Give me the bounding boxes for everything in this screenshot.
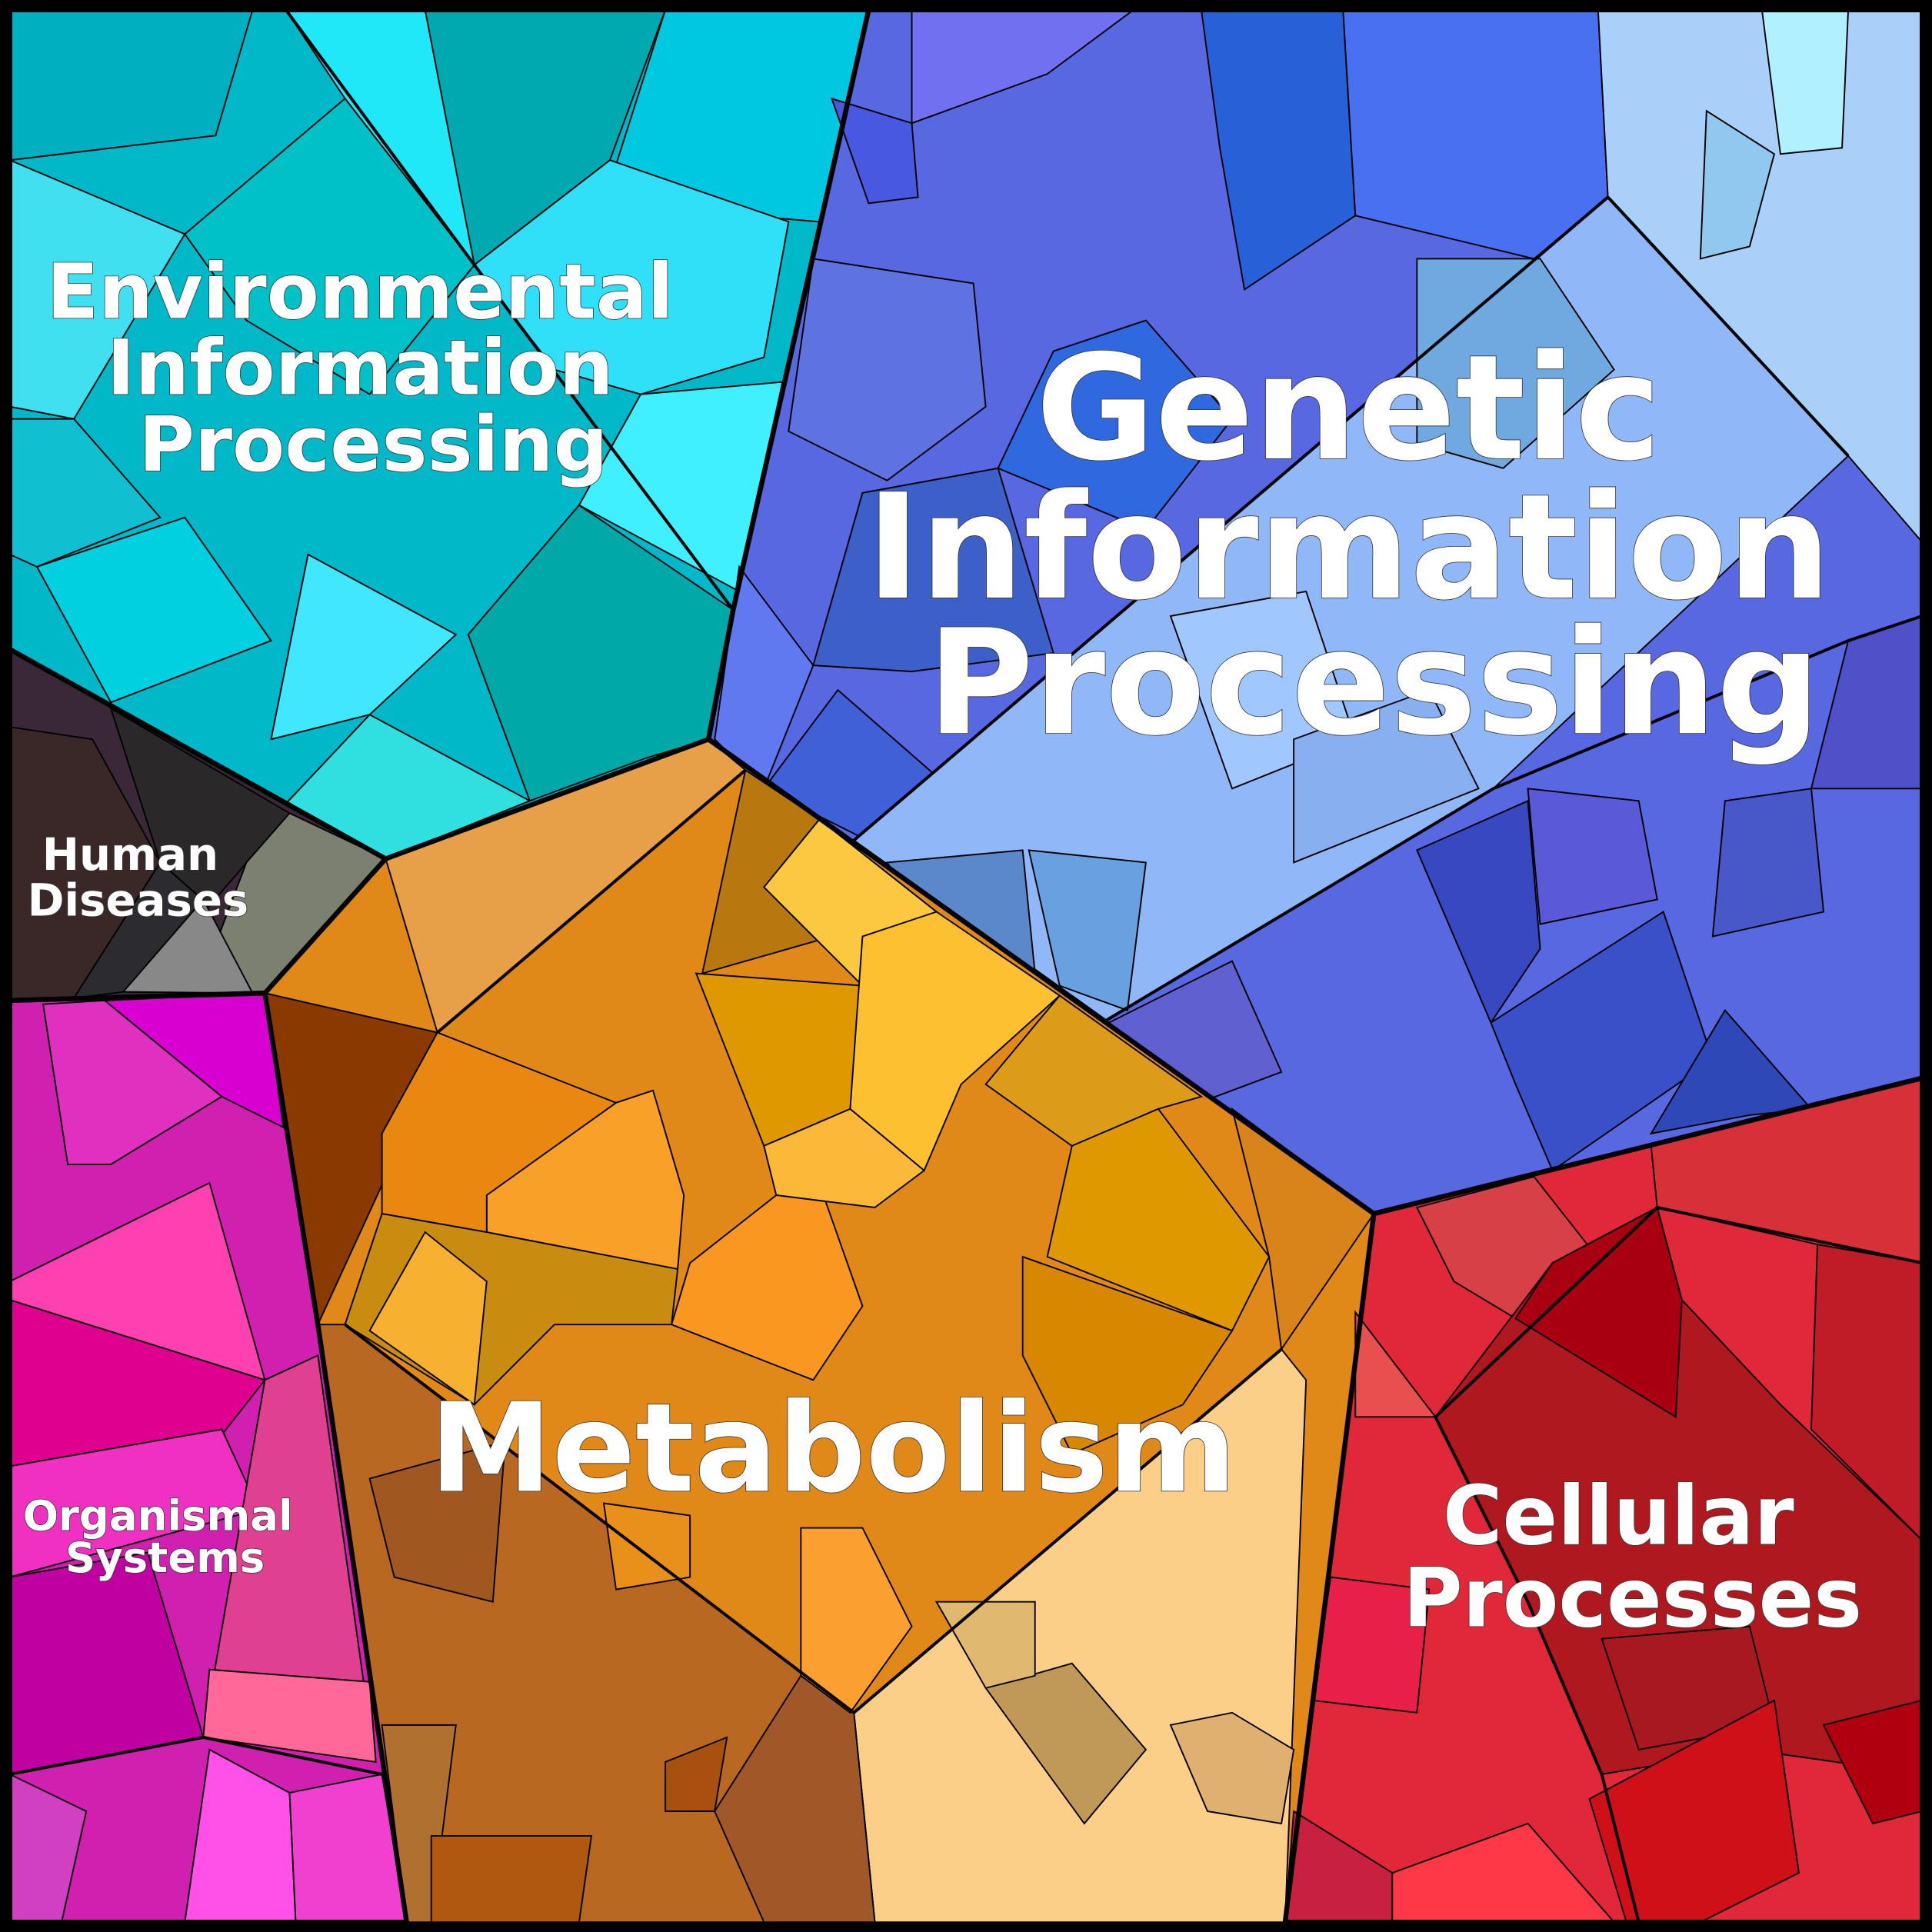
label-human-diseases: Human Diseases [28,828,249,926]
label-environmental: Environmental Information Processing [46,248,700,489]
label-metabolism: Metabolism [429,1376,1237,1520]
label-genetic: Genetic Information Processing [866,324,1881,768]
region-genetic [708,8,1924,1215]
region-organismal [8,992,408,1924]
label-cellular: Cellular Processes [1403,1468,1862,1645]
region-metabolism [264,738,1375,1924]
region-human-diseases [8,648,388,1001]
label-organismal: Organismal Systems [23,1491,308,1582]
region-environmental [8,8,870,860]
